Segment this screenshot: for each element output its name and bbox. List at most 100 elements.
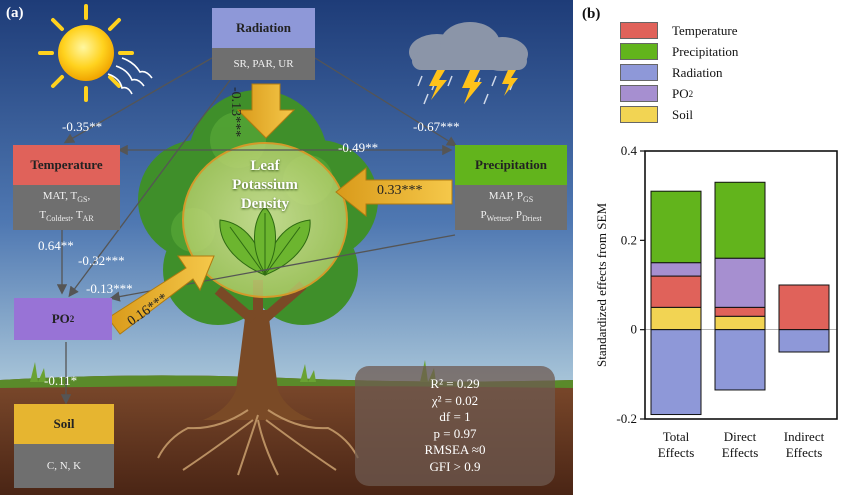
radiation-title: Radiation — [212, 8, 315, 48]
temp-var-2-sub: Coldest — [46, 213, 71, 223]
panel-b-letter: (b) — [582, 6, 601, 22]
x-category-label: Effects — [658, 445, 695, 460]
precip-var-2-sub: Wettest — [486, 213, 511, 223]
legend-label: Precipitation — [672, 43, 739, 59]
legend-swatch — [620, 43, 658, 60]
temp-var-3: , T — [70, 208, 83, 221]
x-category-label: Effects — [786, 445, 823, 460]
legend-item: Soil — [620, 106, 693, 123]
precip-var-1-sub: GS — [523, 195, 534, 205]
y-tick-label: -0.2 — [616, 411, 637, 426]
legend-swatch — [620, 106, 658, 123]
coef-rad-to-po2: -0.32*** — [78, 253, 125, 268]
x-category-label: Direct — [724, 429, 757, 444]
bar-segment — [714, 315, 766, 331]
rad-to-lkd-arrow — [236, 83, 296, 139]
bar-segment — [650, 306, 702, 331]
leaf-icon — [219, 206, 311, 276]
temperature-vars: MAT, TGS, TColdest, TAR — [13, 185, 120, 230]
precipitation-box: Precipitation MAP, PGS PWettest, PDriest — [455, 145, 567, 230]
legend-swatch — [620, 64, 658, 81]
temperature-title: Temperature — [13, 145, 120, 185]
bar-segment — [650, 190, 702, 264]
stat-p: p = 0.97 — [433, 425, 477, 441]
precipitation-title: Precipitation — [455, 145, 567, 185]
legend-label: Soil — [672, 106, 693, 122]
legend-label-sub: 2 — [688, 88, 694, 99]
bar-segment — [650, 262, 702, 277]
stat-rmsea: RMSEA ≈0 — [424, 442, 486, 457]
sem-diagram-panel: (a) Leaf Potassium Density Radiation SR,… — [0, 0, 573, 495]
legend-label: Radiation — [672, 64, 723, 80]
bar-segment — [778, 329, 830, 353]
coef-rad-to-precip: -0.67*** — [413, 119, 460, 134]
precipitation-vars: MAP, PGS PWettest, PDriest — [455, 185, 567, 230]
precip-to-lkd-arrow — [335, 166, 453, 218]
panel-a-letter: (a) — [6, 5, 24, 21]
precip-var-3-sub: Driest — [521, 213, 542, 223]
stat-r2: R² = 0.29 — [430, 376, 480, 391]
legend-item: Temperature — [620, 22, 738, 39]
temp-var-1: MAT, T — [42, 190, 78, 203]
bar-segment — [650, 275, 702, 308]
center-line-2: Potassium — [232, 177, 298, 193]
radiation-vars: SR, PAR, UR — [212, 48, 315, 80]
coef-po2-to-soil: -0.11* — [44, 373, 78, 388]
rad-to-precip-path — [314, 57, 458, 147]
bar-segment — [650, 329, 702, 416]
y-tick-label: 0.2 — [621, 232, 637, 247]
legend-item: Precipitation — [620, 43, 738, 60]
precip-var-1: MAP, P — [488, 190, 523, 203]
po2-title-text: PO — [51, 311, 70, 326]
bar-segment — [714, 306, 766, 317]
temp-var-1-sub: GS — [77, 195, 88, 205]
x-category-label: Indirect — [784, 429, 825, 444]
center-line-1: Leaf — [250, 158, 280, 174]
coef-precip-to-lkd: 0.33*** — [377, 183, 423, 198]
legend-item: Radiation — [620, 64, 723, 81]
coef-temp-precip: -0.49** — [338, 140, 379, 155]
y-axis-label: Standardized effects from SEM — [594, 203, 609, 367]
temp-var-2: T — [39, 208, 47, 221]
path-connectors — [56, 57, 458, 405]
x-category-label: Total — [663, 429, 690, 444]
storm-cloud-icon — [409, 22, 528, 105]
bar-segment — [714, 257, 766, 308]
x-category-label: Effects — [722, 445, 759, 460]
leaf-potassium-label: Leaf Potassium Density — [220, 157, 310, 214]
coef-rad-to-temp: -0.35** — [62, 119, 103, 134]
sun-icon — [38, 4, 153, 102]
soil-box: Soil C, N, K — [14, 404, 114, 488]
soil-vars: C, N, K — [14, 444, 114, 488]
legend-label: PO — [672, 85, 689, 101]
stat-gfi: GFI > 0.9 — [429, 458, 481, 474]
center-line-3: Density — [240, 196, 290, 212]
bar-segment — [714, 329, 766, 391]
rad-to-temp-path — [63, 57, 213, 144]
y-tick-label: 0.4 — [621, 143, 638, 158]
bar-segment — [778, 284, 830, 331]
legend-swatch — [620, 85, 658, 102]
rad-to-po2-path — [68, 59, 246, 298]
radiation-box: Radiation SR, PAR, UR — [212, 8, 315, 80]
temperature-box: Temperature MAT, TGS, TColdest, TAR — [13, 145, 120, 230]
stat-chi2: χ² = 0.02 — [431, 392, 479, 408]
legend-swatch — [620, 22, 658, 39]
coef-temp-to-po2: 0.64** — [38, 238, 74, 253]
precip-var-2: P — [480, 208, 487, 221]
plot-frame — [644, 150, 838, 420]
y-tick-label: 0 — [631, 322, 638, 337]
po2-title-sub: 2 — [69, 314, 75, 324]
coef-rad-to-lkd: -0.13*** — [228, 87, 243, 138]
stat-df: df = 1 — [439, 409, 471, 424]
legend-label: Temperature — [672, 22, 738, 38]
temp-var-3-sub: AR — [82, 213, 94, 223]
model-fit-stats: R² = 0.29 χ² = 0.02 df = 1 p = 0.97 RMSE… — [355, 366, 555, 486]
coef-precip-to-po2: -0.13*** — [86, 281, 133, 296]
po2-to-lkd-arrow — [107, 255, 215, 335]
